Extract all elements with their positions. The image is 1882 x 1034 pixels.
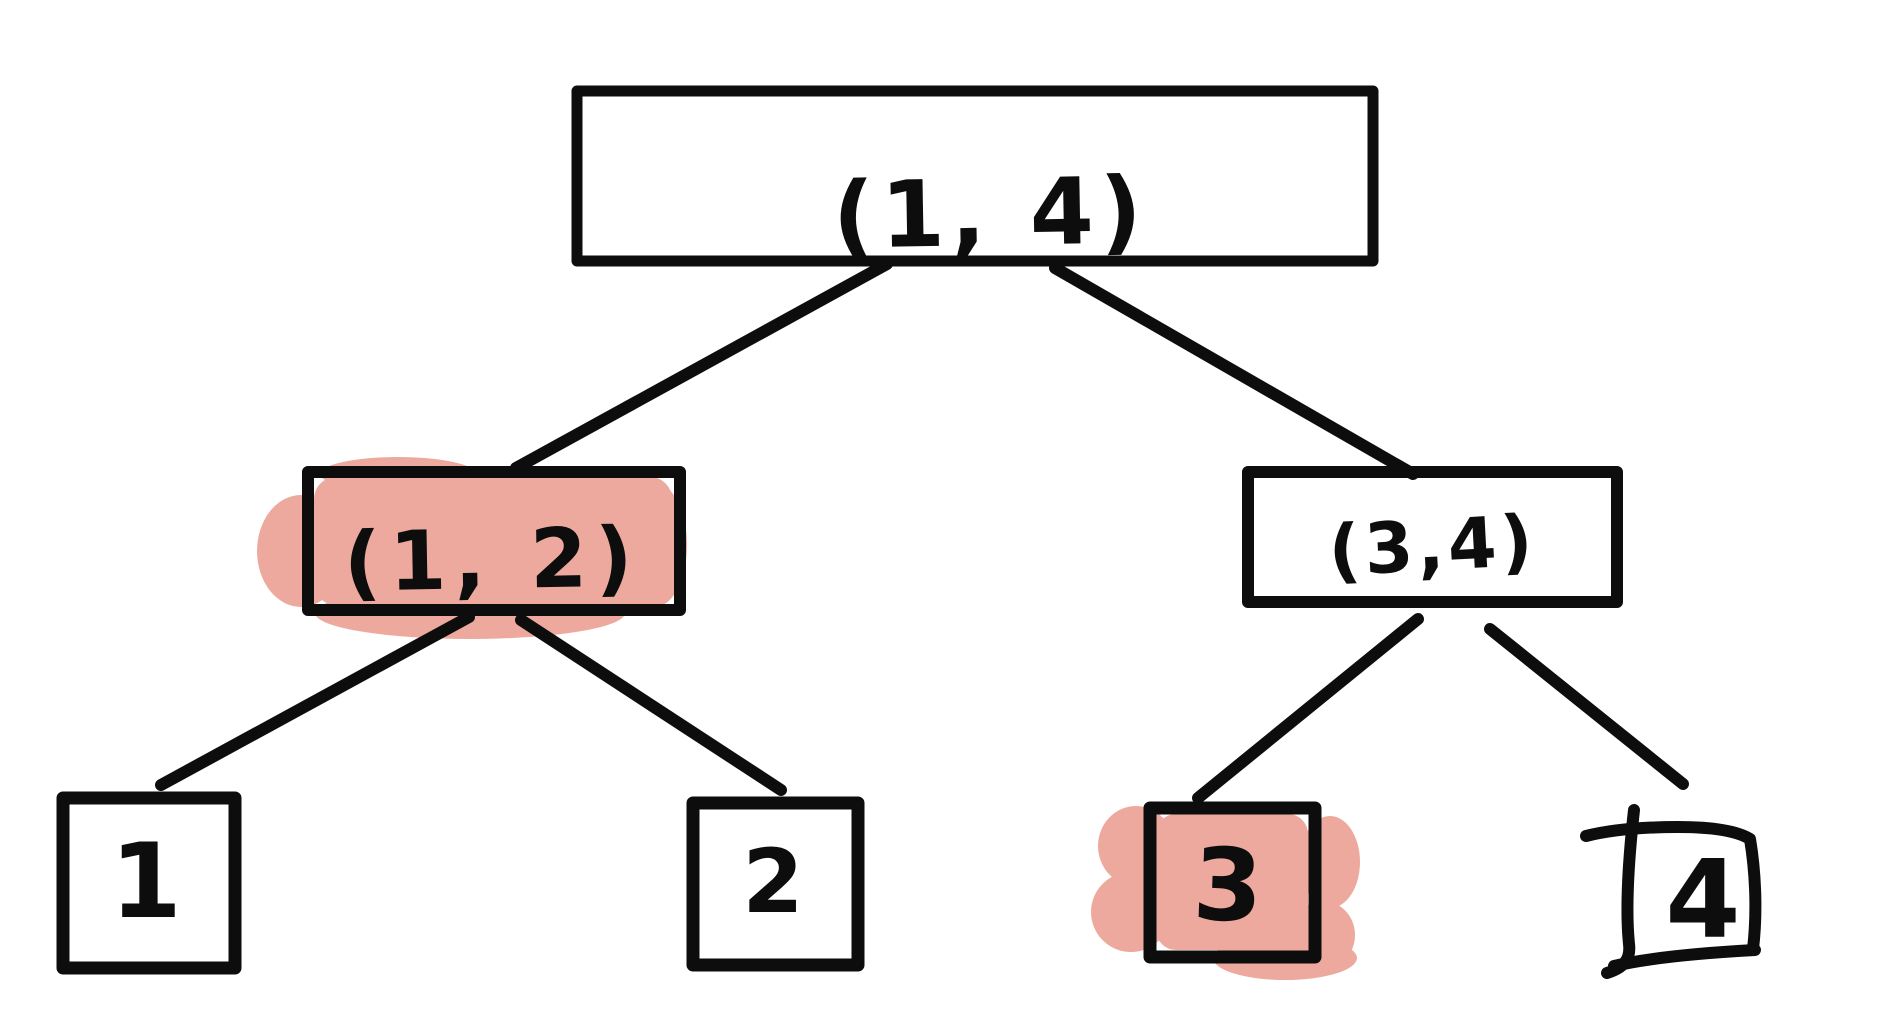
node-leaf2-box [686, 796, 865, 972]
node-left-box [302, 466, 686, 616]
node-right-label: (3,4) [1326, 500, 1538, 593]
node-left-label: (1, 2) [343, 510, 641, 610]
node-leaf2-label: 2 [742, 830, 803, 933]
edge-root-left [510, 258, 893, 474]
node-leaf3-label: 3 [1191, 826, 1265, 945]
node-leaf1-box [56, 791, 242, 975]
edge-right-leaf4 [1484, 623, 1689, 790]
node-root-label: (1, 4) [832, 157, 1149, 269]
node-leaf1-label: 1 [110, 822, 182, 942]
edge-right-leaf3 [1192, 613, 1424, 804]
tree-edges [155, 258, 1689, 804]
node-leaf4-label: 4 [1665, 838, 1740, 963]
edge-left-leaf2 [515, 614, 787, 796]
edge-root-right [1049, 262, 1419, 480]
node-leaf3-box [1143, 801, 1322, 964]
edge-left-leaf1 [155, 611, 475, 791]
node-root-box [571, 85, 1379, 267]
node-right-box [1242, 466, 1623, 608]
node-leaf4-box [1580, 804, 1762, 979]
